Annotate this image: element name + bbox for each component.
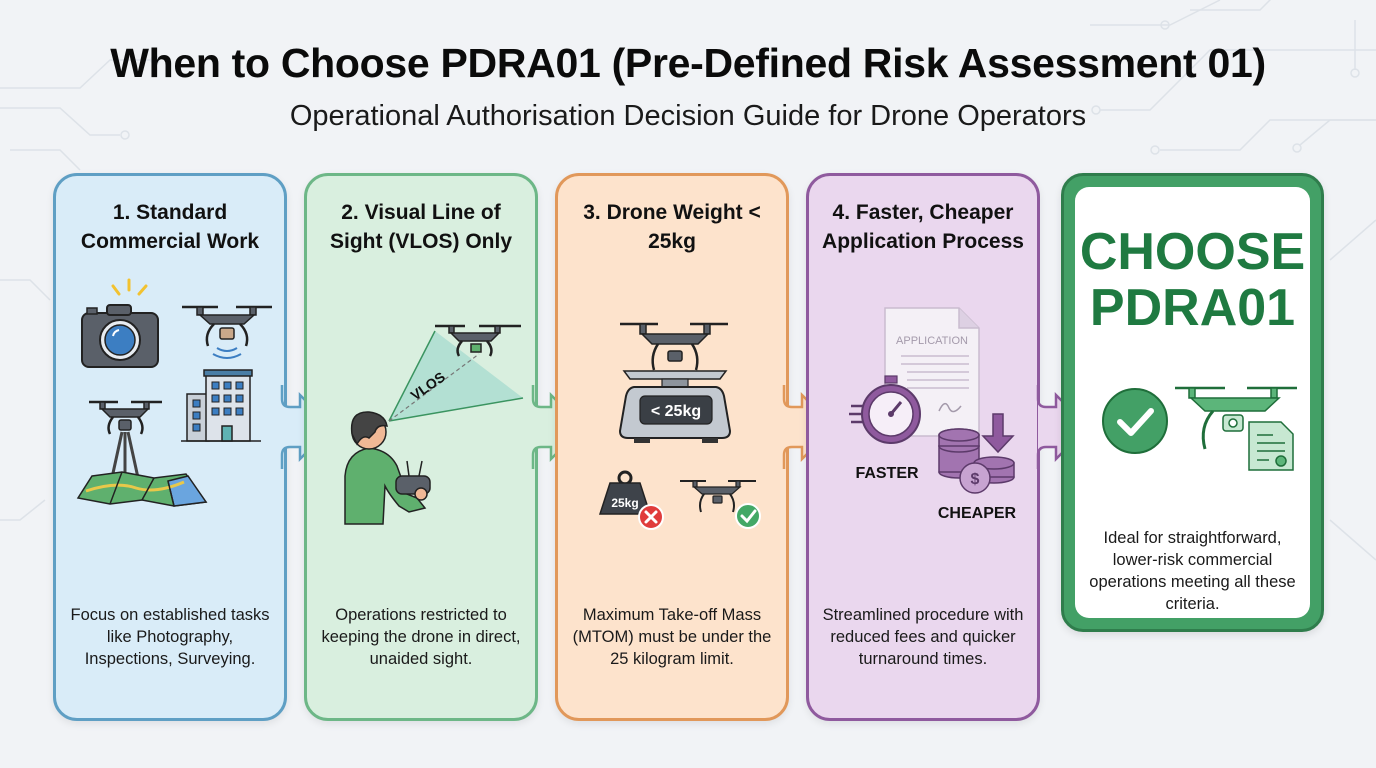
- check-circle-icon: [1102, 388, 1168, 454]
- step-card-standard-commercial-work: 1. Standard Commercial Work: [53, 173, 287, 721]
- weight-rejected-icon: 25kg: [598, 470, 664, 530]
- result-card-choose-pdra01: CHOOSE PDRA01: [1061, 173, 1324, 632]
- step-description: Maximum Take-off Mass (MTOM) must be und…: [572, 606, 772, 668]
- svg-text:$: $: [971, 471, 980, 488]
- stopwatch-icon: [849, 375, 921, 444]
- result-illustration: [1102, 386, 1297, 471]
- faster-label: FASTER: [855, 465, 919, 482]
- inspection-drone-icon: [182, 305, 272, 359]
- result-panel: CHOOSE PDRA01: [1075, 187, 1310, 618]
- step-card-vlos-only: 2. Visual Line of Sight (VLOS) Only VLOS…: [304, 173, 538, 721]
- document-title: APPLICATION: [896, 335, 968, 347]
- cheaper-label: CHEAPER: [938, 505, 1017, 522]
- pilot-with-controller-icon: [344, 411, 431, 525]
- step-heading: 2. Visual Line of Sight (VLOS) Only: [330, 201, 512, 253]
- result-heading: CHOOSE PDRA01: [1075, 224, 1310, 336]
- step-1-illustration: [76, 278, 272, 507]
- page-subtitle: Operational Authorisation Decision Guide…: [289, 100, 1087, 132]
- step-card-faster-cheaper: 4. Faster, Cheaper Application Process A…: [806, 173, 1040, 721]
- step-description: Streamlined procedure with reduced fees …: [822, 606, 1024, 668]
- step-description: Focus on established tasks like Photogra…: [70, 606, 270, 668]
- step-4-illustration: APPLICATION FASTER $: [849, 307, 1017, 522]
- step-heading: 3. Drone Weight < 25kg: [583, 201, 761, 253]
- coins-down-icon: $: [938, 413, 1015, 494]
- drone-on-scale-icon: < 25kg: [618, 322, 732, 443]
- drone-icon: [435, 324, 521, 357]
- drone-with-certificate-icon: [1175, 386, 1297, 471]
- sight-cone-icon: VLOS: [388, 330, 524, 422]
- result-heading-line-1: CHOOSE: [1079, 223, 1306, 281]
- weight-label: 25kg: [611, 496, 638, 510]
- page-title: When to Choose PDRA01 (Pre-Defined Risk …: [110, 40, 1266, 86]
- step-3-illustration: < 25kg 25kg: [598, 322, 761, 530]
- step-heading: 4. Faster, Cheaper Application Process: [822, 201, 1024, 253]
- result-description: Ideal for straightforward, lower-risk co…: [1089, 529, 1296, 613]
- building-icon: [181, 369, 261, 442]
- step-2-illustration: VLOS: [344, 324, 524, 525]
- camera-icon: [81, 278, 159, 368]
- drone-approved-icon: [680, 480, 761, 529]
- step-heading: 1. Standard Commercial Work: [80, 201, 260, 253]
- map-icon: [76, 471, 208, 507]
- step-description: Operations restricted to keeping the dro…: [321, 606, 521, 668]
- result-heading-line-2: PDRA01: [1089, 279, 1296, 337]
- scale-readout: < 25kg: [651, 403, 701, 420]
- step-card-drone-weight: 3. Drone Weight < 25kg < 25kg 25kg: [555, 173, 789, 721]
